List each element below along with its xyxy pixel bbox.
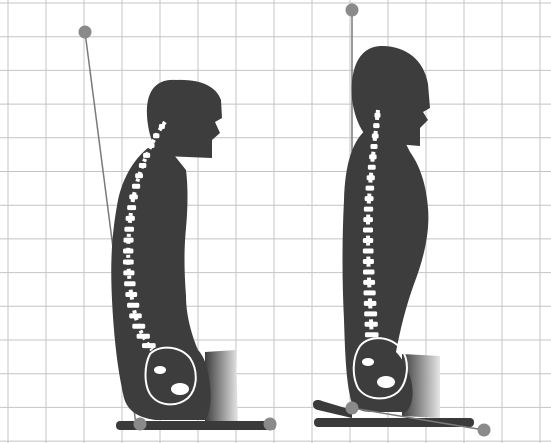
vertebra [132, 184, 140, 189]
vertebra [123, 259, 134, 264]
vertebra [127, 303, 139, 308]
vertebra [364, 301, 377, 306]
vertebra [374, 113, 380, 118]
vertebra [137, 334, 150, 339]
vertebra [132, 324, 145, 329]
vertebra [365, 322, 378, 327]
vertebra [363, 238, 373, 243]
vertebra [125, 292, 137, 297]
vertebra [365, 196, 374, 201]
vertebra [124, 227, 134, 232]
vertebra [124, 238, 134, 243]
upright-hip-marker [346, 402, 359, 415]
upright-seat-marker [478, 424, 491, 437]
vertebra [153, 133, 159, 138]
vertebra [159, 124, 165, 129]
vertebra [363, 249, 374, 254]
vertebra [129, 313, 142, 318]
vertebra [124, 281, 135, 286]
vertebra [129, 194, 138, 199]
vertebra [368, 165, 376, 170]
vertebra [370, 144, 377, 149]
vertebra [366, 186, 375, 191]
vertebra [363, 269, 374, 274]
vertebra [148, 143, 155, 148]
vertebra [363, 228, 373, 233]
vertebra [143, 153, 150, 158]
slouched-top-marker [79, 26, 92, 39]
vertebra [364, 290, 376, 295]
vertebra [373, 123, 379, 128]
vertebra [364, 311, 377, 316]
vertebra [123, 249, 133, 254]
vertebra [364, 207, 373, 212]
vertebra [363, 217, 373, 222]
vertebra [142, 343, 156, 348]
vertebra [127, 205, 136, 210]
slouched-hip-marker [134, 418, 147, 431]
vertebra [139, 163, 146, 168]
slouched-seat-marker [264, 418, 277, 431]
vertebra [367, 175, 375, 180]
vertebra [363, 259, 374, 264]
vertebra [126, 216, 135, 221]
vertebra [372, 134, 379, 139]
vertebra [369, 154, 376, 159]
vertebra [363, 280, 375, 285]
vertebra [123, 270, 134, 275]
upright-top-marker [346, 4, 359, 17]
upright-seat-base [314, 418, 474, 427]
vertebra [365, 332, 379, 337]
vertebra [135, 173, 143, 178]
